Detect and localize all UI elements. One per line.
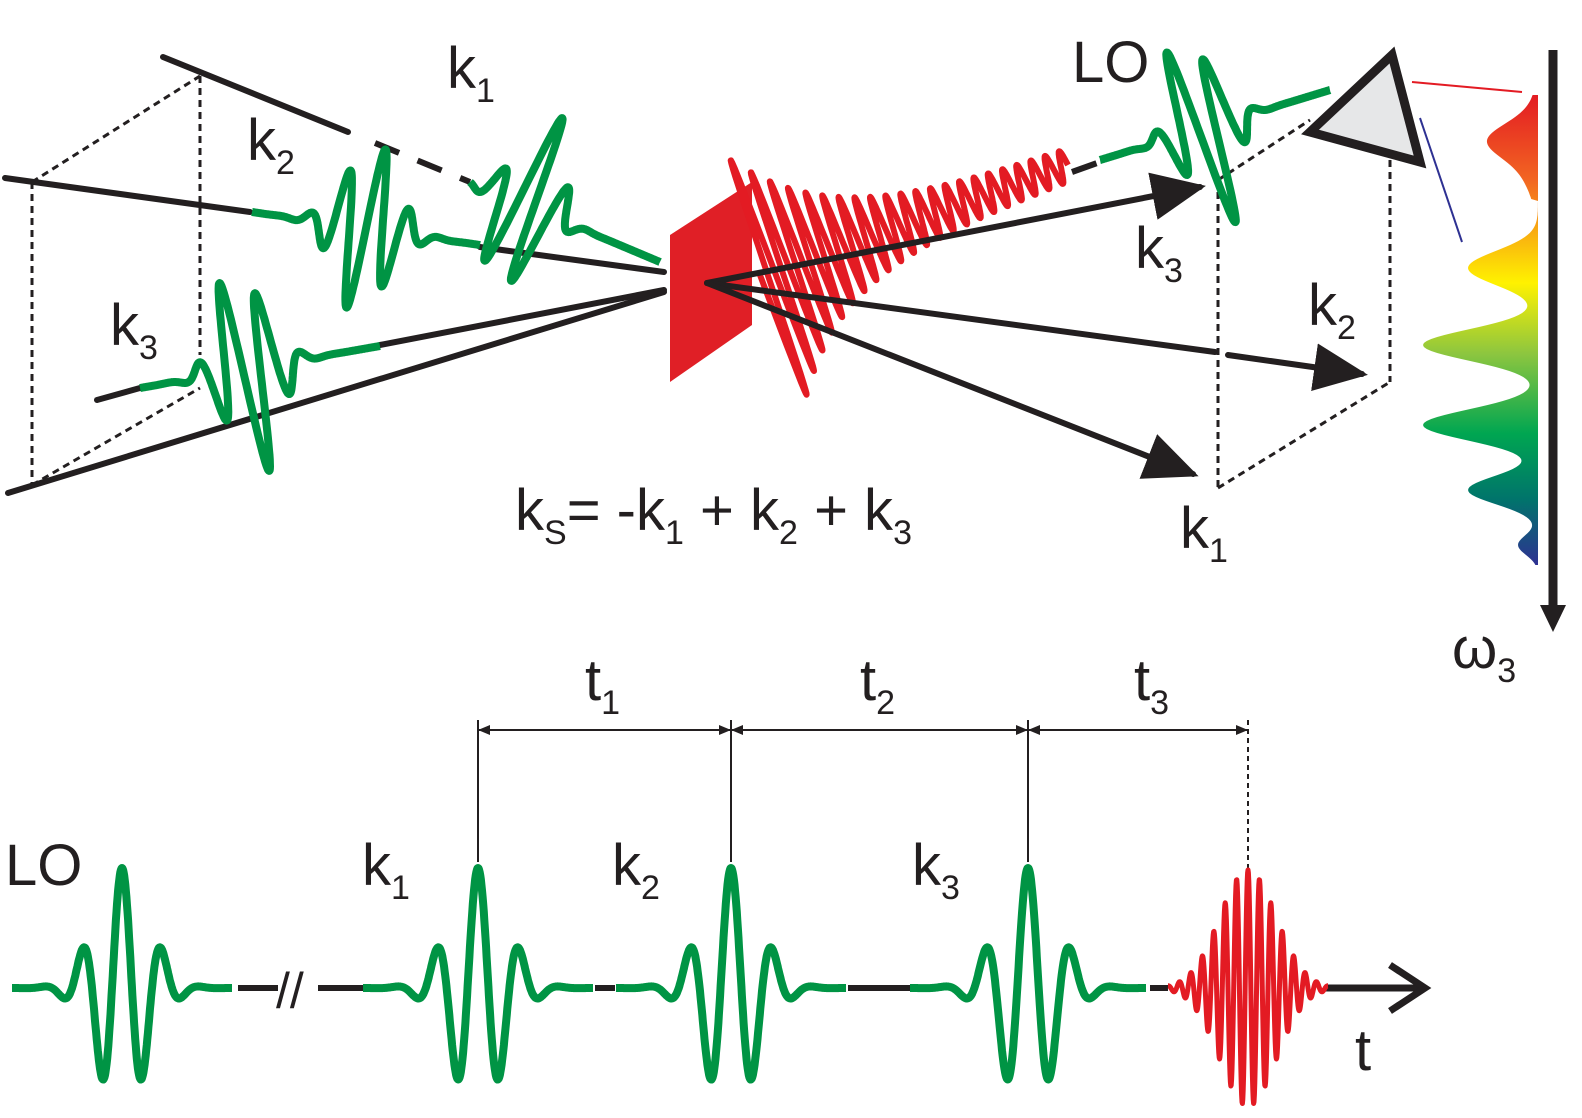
input-pulse-k1	[466, 114, 664, 285]
timeline-signal-pulse	[1165, 867, 1331, 1106]
time-axis-label: t	[1355, 1018, 1371, 1083]
output-beams	[704, 159, 1368, 479]
t3-label: t3	[1134, 648, 1169, 722]
prism	[1301, 46, 1523, 243]
timeline-label-k1: k1	[362, 833, 410, 907]
timeline-label-k3: k3	[912, 833, 960, 907]
axis-break-mark: //	[276, 963, 304, 1019]
t1-label: t1	[585, 648, 620, 722]
omega3-axis-label: ω3	[1452, 616, 1516, 690]
lo-pulse-trace	[1096, 48, 1334, 227]
timeline-axis: // t	[238, 962, 1432, 1083]
label-k1-right: k1	[1180, 496, 1228, 570]
timeline-label-lo: LO	[5, 833, 82, 898]
label-k3-left: k3	[110, 293, 158, 367]
timeline-intervals: t1 t2 t3	[477, 648, 1249, 868]
label-k2-right: k2	[1308, 273, 1356, 347]
timeline-label-k2: k2	[612, 833, 660, 907]
emitted-signal-wave	[727, 148, 1071, 398]
input-pulse-k3	[136, 279, 384, 475]
label-lo-top: LO	[1072, 30, 1149, 95]
lo-pulse-geometry	[1096, 48, 1334, 227]
timeline-pulse-k2	[612, 864, 850, 1084]
label-k3-right: k3	[1135, 216, 1183, 290]
spectrum-plot	[1423, 50, 1566, 632]
timeline-pulse-train	[8, 864, 1331, 1106]
input-pulse-k2	[248, 145, 484, 312]
timeline-labels: LO k1 k2 k3	[5, 833, 960, 907]
t2-label: t2	[860, 648, 895, 722]
timeline-pulse-k1	[359, 864, 597, 1084]
timeline-pulse-k3	[906, 864, 1150, 1084]
input-beams	[2, 54, 667, 496]
label-k1-top: k1	[447, 36, 495, 110]
timeline-pulse-lo	[8, 864, 236, 1084]
phase-matching-equation: kS= -k1 + k2 + k3	[515, 478, 912, 552]
output-beam-box	[1216, 118, 1392, 490]
label-k2-top: k2	[247, 108, 295, 182]
geometry-labels: k1 k2 k3 LO k3 k2 k1	[110, 30, 1356, 570]
input-pulses	[136, 114, 664, 475]
input-beam-box	[30, 74, 202, 487]
emitted-signal-trace	[727, 148, 1071, 398]
